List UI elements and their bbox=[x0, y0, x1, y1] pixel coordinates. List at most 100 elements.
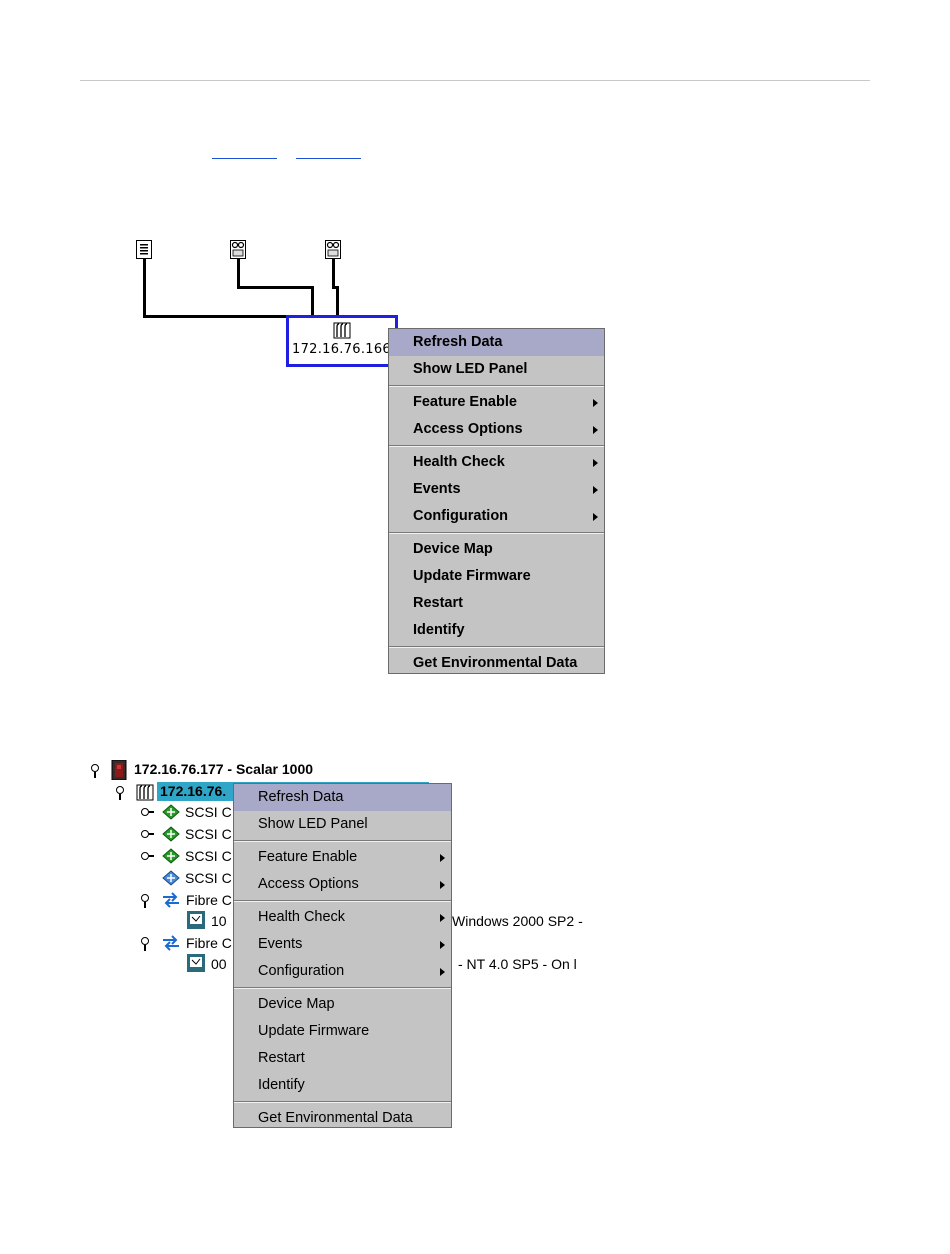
menu-item-feature-enable[interactable]: Feature Enable bbox=[234, 844, 451, 871]
menu-item-refresh-data[interactable]: Refresh Data bbox=[234, 784, 451, 811]
submenu-arrow-icon bbox=[440, 854, 445, 862]
submenu-arrow-icon bbox=[593, 513, 598, 521]
connection-line bbox=[336, 286, 339, 316]
tree-item-label[interactable]: Fibre C bbox=[186, 935, 232, 951]
tree-item-label[interactable]: Fibre C bbox=[186, 892, 232, 908]
tree-item-label[interactable]: SCSI C bbox=[185, 826, 232, 842]
menu-item-label: Restart bbox=[258, 1050, 305, 1066]
menu-separator bbox=[389, 532, 604, 534]
menu-item-events[interactable]: Events bbox=[389, 476, 604, 503]
menu-item-label: Health Check bbox=[258, 909, 346, 925]
connector-icon[interactable] bbox=[141, 830, 154, 838]
menu-item-refresh-data[interactable]: Refresh Data bbox=[389, 329, 604, 356]
menu-item-label: Identify bbox=[258, 1077, 305, 1093]
menu-item-label: Show LED Panel bbox=[413, 361, 528, 377]
menu-item-device-map[interactable]: Device Map bbox=[389, 536, 604, 563]
menu-item-access-options[interactable]: Access Options bbox=[389, 416, 604, 443]
menu-item-update-firmware[interactable]: Update Firmware bbox=[389, 563, 604, 590]
menu-separator bbox=[234, 840, 451, 842]
menu-separator bbox=[234, 987, 451, 989]
menu-item-label: Get Environmental Data bbox=[413, 655, 578, 671]
menu-item-label: Events bbox=[413, 481, 461, 497]
tree-selected-label[interactable]: 172.16.76. bbox=[160, 783, 227, 799]
menu-item-label: Show LED Panel bbox=[258, 816, 368, 832]
menu-item-label: Feature Enable bbox=[413, 394, 517, 410]
connector-icon[interactable] bbox=[141, 808, 154, 816]
expand-pin-icon[interactable] bbox=[91, 764, 99, 778]
connection-line bbox=[237, 286, 314, 289]
menu-item-get-environmental-data[interactable]: Get Environmental Data bbox=[389, 650, 604, 677]
submenu-arrow-icon bbox=[593, 426, 598, 434]
fibre-channel-icon bbox=[162, 935, 180, 951]
menu-item-show-led-panel[interactable]: Show LED Panel bbox=[389, 356, 604, 383]
menu-item-device-map[interactable]: Device Map bbox=[234, 991, 451, 1018]
submenu-arrow-icon bbox=[440, 968, 445, 976]
tree-item-label[interactable]: SCSI C bbox=[185, 870, 232, 886]
scsi-channel-icon bbox=[162, 826, 180, 842]
menu-item-identify[interactable]: Identify bbox=[234, 1072, 451, 1099]
tree-item-label[interactable]: SCSI C bbox=[185, 848, 232, 864]
menu-item-restart[interactable]: Restart bbox=[389, 590, 604, 617]
menu-item-label: Device Map bbox=[413, 541, 493, 557]
tree-root-label[interactable]: 172.16.76.177 - Scalar 1000 bbox=[134, 761, 314, 777]
tree-item-suffix: - NT 4.0 SP5 - On l bbox=[458, 956, 577, 972]
menu-item-label: Access Options bbox=[413, 421, 523, 437]
menu-item-label: Events bbox=[258, 936, 303, 952]
tree-item-suffix: Windows 2000 SP2 - bbox=[452, 913, 583, 929]
menu-item-update-firmware[interactable]: Update Firmware bbox=[234, 1018, 451, 1045]
link-underline-2[interactable] bbox=[296, 158, 361, 159]
menu-item-label: Restart bbox=[413, 595, 463, 611]
horizontal-rule bbox=[80, 80, 870, 81]
expand-pin-icon[interactable] bbox=[141, 937, 149, 951]
menu-item-configuration[interactable]: Configuration bbox=[389, 503, 604, 530]
submenu-arrow-icon bbox=[593, 459, 598, 467]
menu-item-feature-enable[interactable]: Feature Enable bbox=[389, 389, 604, 416]
menu-item-events[interactable]: Events bbox=[234, 931, 451, 958]
menu-item-access-options[interactable]: Access Options bbox=[234, 871, 451, 898]
menu-item-health-check[interactable]: Health Check bbox=[234, 904, 451, 931]
host-icon bbox=[187, 911, 205, 929]
menu-item-restart[interactable]: Restart bbox=[234, 1045, 451, 1072]
connection-line bbox=[311, 286, 314, 316]
menu-item-show-led-panel[interactable]: Show LED Panel bbox=[234, 811, 451, 838]
tape-drive-icon[interactable] bbox=[325, 240, 341, 259]
connection-line bbox=[143, 259, 146, 318]
menu-separator bbox=[389, 445, 604, 447]
expand-pin-icon[interactable] bbox=[141, 894, 149, 908]
menu-item-label: Access Options bbox=[258, 876, 359, 892]
connection-line bbox=[143, 315, 288, 318]
tree-item-label[interactable]: 00 bbox=[211, 956, 227, 972]
menu-item-get-environmental-data[interactable]: Get Environmental Data bbox=[234, 1105, 451, 1132]
router-icon bbox=[333, 321, 351, 339]
scsi-channel-icon bbox=[162, 870, 180, 886]
menu-item-label: Device Map bbox=[258, 996, 335, 1012]
menu-separator bbox=[234, 1101, 451, 1103]
link-underline-1[interactable] bbox=[212, 158, 277, 159]
menu-item-identify[interactable]: Identify bbox=[389, 617, 604, 644]
menu-item-label: Configuration bbox=[413, 508, 509, 524]
scsi-channel-icon bbox=[162, 848, 180, 864]
menu-item-label: Refresh Data bbox=[413, 334, 503, 350]
menu-item-label: Refresh Data bbox=[258, 789, 344, 805]
connection-line bbox=[332, 259, 335, 289]
tree-item-label[interactable]: SCSI C bbox=[185, 804, 232, 820]
menu-separator bbox=[234, 900, 451, 902]
expand-pin-icon[interactable] bbox=[116, 786, 124, 800]
router-icon bbox=[136, 783, 154, 801]
submenu-arrow-icon bbox=[440, 881, 445, 889]
host-icon bbox=[187, 954, 205, 972]
menu-item-health-check[interactable]: Health Check bbox=[389, 449, 604, 476]
submenu-arrow-icon bbox=[593, 486, 598, 494]
tree-item-label[interactable]: 10 bbox=[211, 913, 227, 929]
router-node-label: 172.16.76.166 bbox=[292, 342, 392, 357]
connection-line bbox=[237, 259, 240, 289]
host-server-icon[interactable] bbox=[136, 240, 152, 259]
menu-item-label: Update Firmware bbox=[413, 568, 531, 584]
tape-drive-icon[interactable] bbox=[230, 240, 246, 259]
submenu-arrow-icon bbox=[440, 941, 445, 949]
library-icon bbox=[110, 759, 128, 781]
menu-item-configuration[interactable]: Configuration bbox=[234, 958, 451, 985]
connector-icon[interactable] bbox=[141, 852, 154, 860]
